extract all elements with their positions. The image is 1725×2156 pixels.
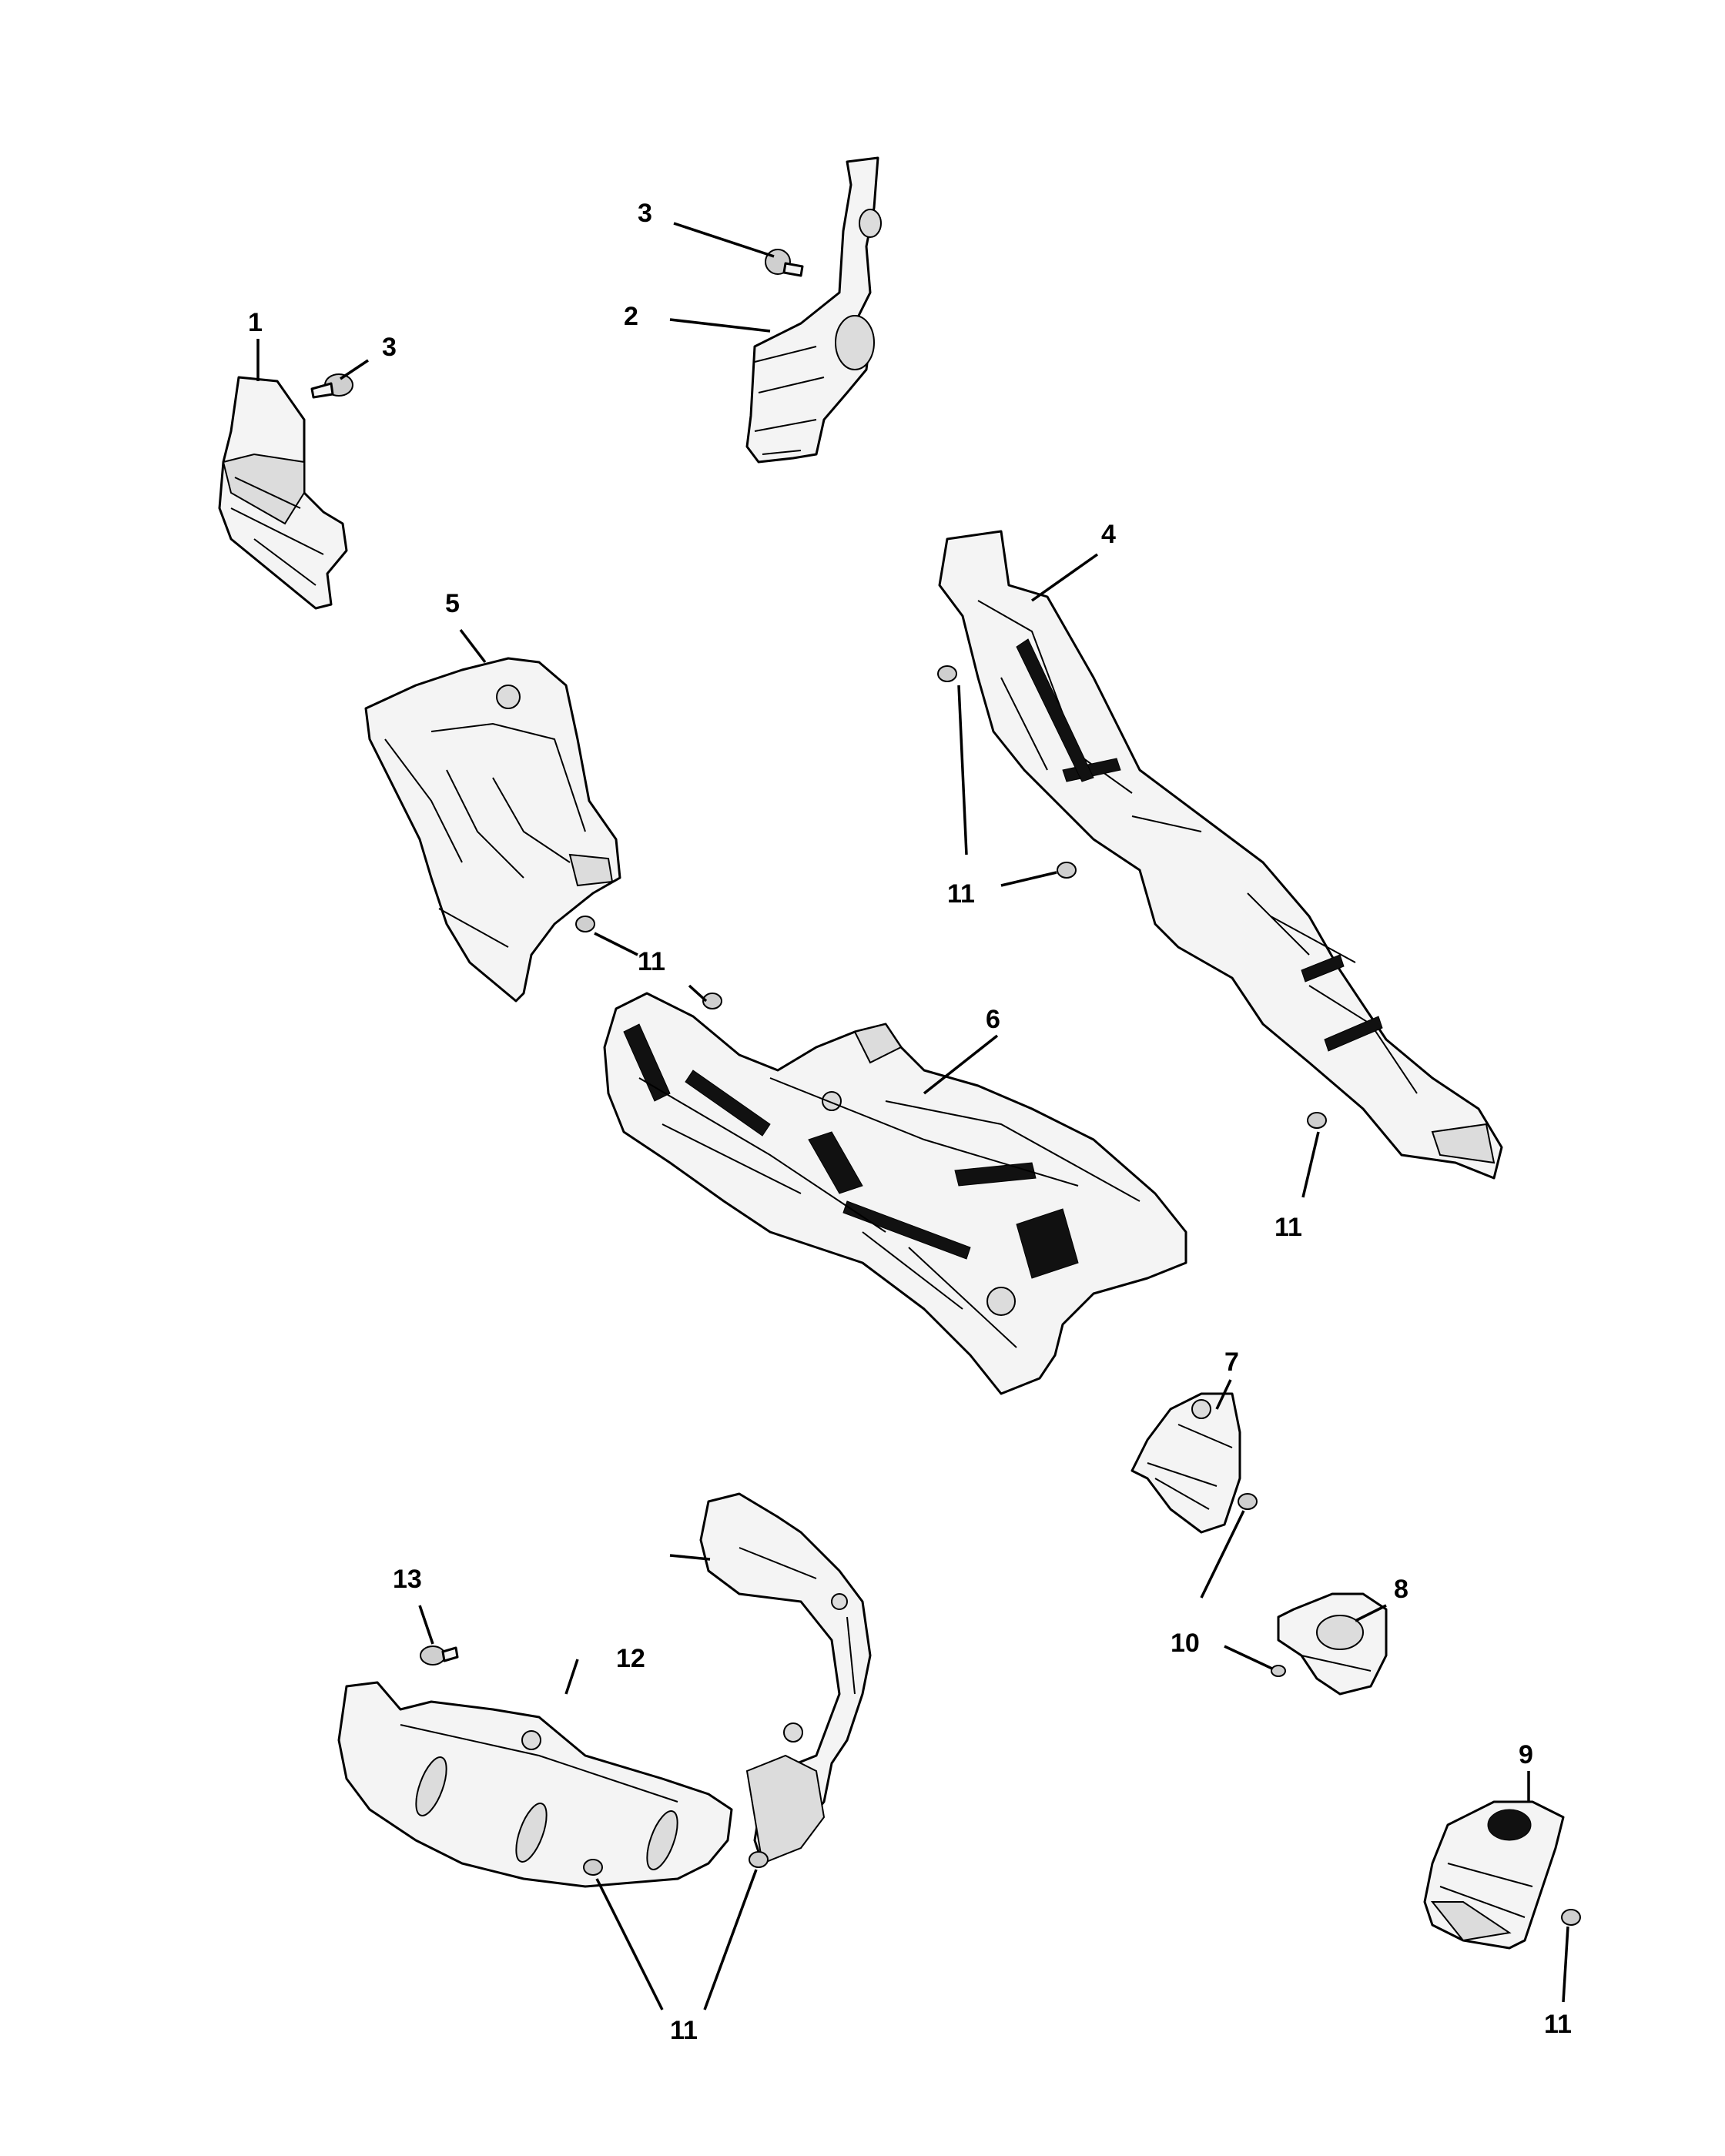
callout-1: 1 <box>248 308 263 337</box>
callout-8: 8 <box>1394 1575 1408 1604</box>
clip-11-c <box>575 916 595 932</box>
callout-labels: 1 2 3 3 4 5 6 7 8 9 10 11 11 11 11 11 12… <box>248 199 1572 2045</box>
callout-13: 13 <box>393 1565 422 1594</box>
callout-3-upper: 3 <box>638 199 652 228</box>
part-12-heat-shield-left <box>337 1681 733 1888</box>
part-12-heat-shield-right <box>699 1492 872 1865</box>
callout-7: 7 <box>1224 1348 1239 1377</box>
part-3-bolt-upper <box>765 249 804 277</box>
part-11-clips <box>575 665 1581 1926</box>
callout-12-upper: 12 <box>616 1644 645 1673</box>
clip-11-a <box>937 665 957 682</box>
callout-4: 4 <box>1101 520 1116 549</box>
callout-11-bottom-right: 11 <box>1544 2010 1572 2039</box>
callout-9: 9 <box>1519 1740 1533 1769</box>
part-6-heat-shield <box>603 992 1187 1395</box>
part-3-bolt-left <box>310 373 353 399</box>
callout-5: 5 <box>445 589 460 618</box>
leader-lines <box>256 222 1569 2010</box>
callout-6: 6 <box>986 1005 1000 1034</box>
clip-11-g <box>583 1859 603 1876</box>
clip-11-d <box>702 993 722 1009</box>
callout-11-right-upper: 11 <box>947 879 975 909</box>
part-8-heat-shield <box>1277 1592 1388 1696</box>
callout-10: 10 <box>1171 1629 1200 1658</box>
callout-11-middle: 11 <box>638 947 665 976</box>
callout-11-bottom-left: 11 <box>670 2016 698 2045</box>
part-13-bolt <box>420 1645 459 1666</box>
part-4-heat-shield <box>938 530 1503 1180</box>
callout-2: 2 <box>624 302 638 331</box>
clip-11-f <box>1238 1493 1258 1510</box>
callout-3-left: 3 <box>382 333 397 362</box>
callout-11-right: 11 <box>1274 1213 1302 1242</box>
clip-11-i <box>1561 1909 1581 1926</box>
part-7-heat-shield <box>1130 1392 1241 1534</box>
part-2-heat-shield <box>745 156 882 464</box>
clip-11-h <box>749 1851 769 1868</box>
clip-11-e <box>1307 1112 1327 1129</box>
part-10-washer <box>1271 1665 1286 1677</box>
part-9-heat-shield <box>1423 1800 1565 1950</box>
part-5-heat-shield <box>364 657 621 1003</box>
part-1-heat-shield <box>218 376 348 610</box>
clip-11-b <box>1057 862 1077 879</box>
